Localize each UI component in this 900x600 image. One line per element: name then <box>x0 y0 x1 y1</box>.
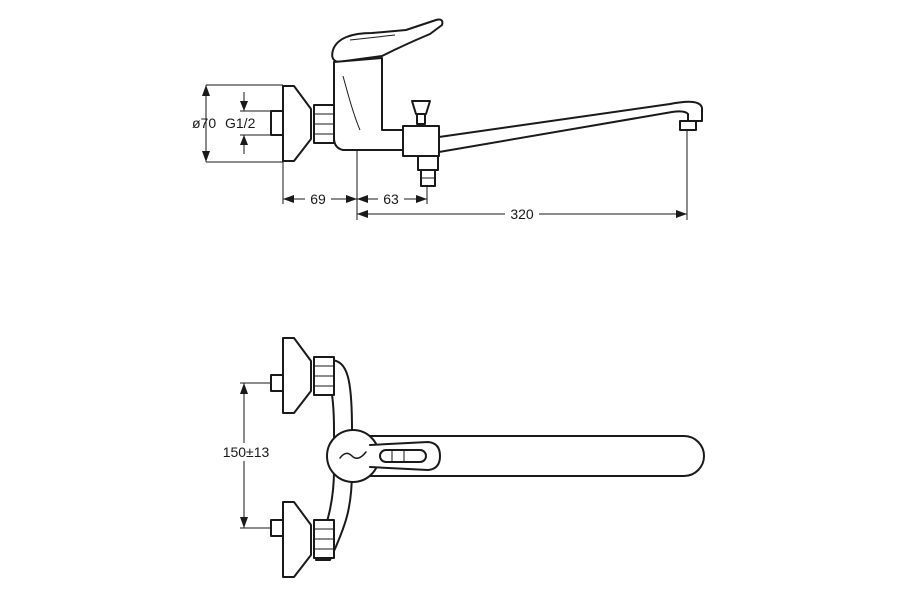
spout-connector <box>402 125 440 157</box>
dim-69: 69 <box>283 190 357 208</box>
shower-outlet <box>417 155 439 187</box>
dim-320: 320 <box>357 205 687 223</box>
dim-spacing: 150±13 <box>216 382 276 529</box>
front-rosette-bottom <box>282 501 312 578</box>
dim-thread: G1/2 <box>225 92 271 154</box>
lever-handle <box>331 18 444 63</box>
aerator <box>679 120 697 131</box>
front-nut-top <box>313 356 335 396</box>
dim-diameter-70: ø70 <box>192 84 283 163</box>
front-stub-top <box>270 374 284 392</box>
dim-320-label: 320 <box>510 206 534 222</box>
inlet-stub <box>270 110 284 136</box>
dim-diameter-label: ø70 <box>192 115 216 131</box>
dim-spacing-label: 150±13 <box>223 444 270 460</box>
front-rosette-top <box>282 337 312 414</box>
side-view: ø70 G1/2 69 63 <box>192 18 703 223</box>
body-contour <box>342 75 361 131</box>
dim-63-label: 63 <box>383 191 399 207</box>
wall-rosette <box>282 85 312 162</box>
connection-nut <box>313 104 335 144</box>
dim-thread-label: G1/2 <box>225 115 256 131</box>
front-spout <box>359 435 705 477</box>
mixer-body <box>333 57 404 151</box>
lever-detail <box>349 34 396 41</box>
front-stub-bottom <box>270 519 284 537</box>
lever-slot <box>379 449 427 463</box>
brand-mark <box>339 451 367 459</box>
dim-69-label: 69 <box>310 191 326 207</box>
front-nut-bottom <box>313 519 335 559</box>
front-view: 150±13 <box>216 337 705 578</box>
dim-63: 63 <box>357 190 427 208</box>
diverter-knob <box>411 100 431 125</box>
spout <box>438 100 703 153</box>
